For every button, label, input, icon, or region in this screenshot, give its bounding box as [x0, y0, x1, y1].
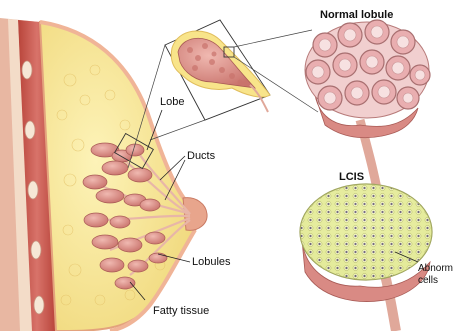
lcis-illustration	[300, 184, 432, 331]
fatty-tissue-label: Fatty tissue	[153, 306, 209, 317]
ducts-label: Ducts	[187, 151, 215, 162]
abnormal-cells-label: Abnorm cells	[418, 263, 453, 287]
normal-lobule-illustration	[305, 20, 430, 205]
abnormal-cells-label-line2: cells	[418, 275, 453, 287]
lcis-label: LCIS	[339, 172, 364, 183]
normal-lobule-label: Normal lobule	[320, 10, 393, 21]
lcis-shading	[300, 184, 432, 280]
abnormal-cells-label-line1: Abnorm	[418, 263, 453, 275]
lcis-duct	[385, 275, 396, 331]
lobules-label: Lobules	[192, 257, 231, 268]
lobe-label: Lobe	[160, 97, 184, 108]
